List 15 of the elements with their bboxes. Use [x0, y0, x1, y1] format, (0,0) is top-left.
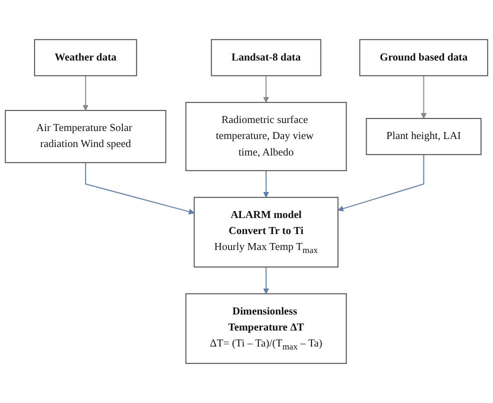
arrow — [420, 76, 427, 119]
arrow — [263, 76, 270, 103]
node-box: Air Temperature Solar radiation Wind speed — [4, 110, 166, 164]
arrow — [263, 267, 270, 294]
node-box: Weather data — [34, 39, 138, 76]
arrow — [338, 154, 424, 212]
node-box: ALARM model Convert Tr to Ti Hourly Max Temp T$_{max}$ — [194, 196, 338, 268]
arrow — [82, 76, 89, 111]
arrow — [263, 170, 270, 198]
arrow — [85, 162, 194, 214]
node-box: Radiometric surface temperature, Day view time, Albedo — [185, 102, 347, 172]
node-box: Dimensionless Temperature ΔT ΔT= (Ti – Ta)/(T$_{max}$ – Ta) — [185, 293, 347, 364]
node-box: Ground based data — [359, 39, 488, 76]
node-box: Landsat-8 data — [210, 39, 322, 76]
node-box: Plant height, LAI — [366, 118, 482, 156]
